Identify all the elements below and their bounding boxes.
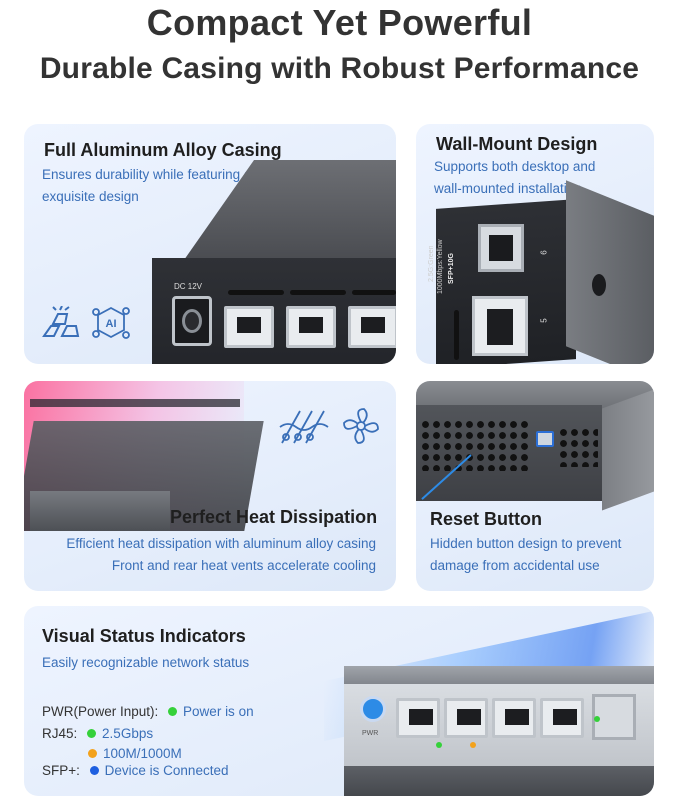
card-title: Wall-Mount Design xyxy=(436,134,598,154)
port-number: 5 xyxy=(539,318,549,323)
status-value: Power is on xyxy=(183,704,254,719)
aluminum-casing-card: Full Aluminum Alloy Casing Ensures durab… xyxy=(24,124,396,364)
status-label: PWR(Power Input): xyxy=(42,704,159,719)
rj45-port xyxy=(444,698,488,738)
heat-waves-icon xyxy=(279,410,329,444)
green-led-icon xyxy=(168,707,178,716)
stacked-bars-icon xyxy=(42,306,80,337)
status-value: 2.5Gbps xyxy=(102,726,154,741)
fan-icon xyxy=(343,408,379,444)
rj45-port xyxy=(472,296,528,356)
card-title: Full Aluminum Alloy Casing xyxy=(44,140,282,160)
port-number: 6 xyxy=(539,250,549,255)
dc-power-port xyxy=(172,296,212,346)
rj45-port xyxy=(492,698,536,738)
card-title: Reset Button xyxy=(430,509,542,529)
vent-slot xyxy=(290,290,346,295)
amber-led-icon xyxy=(470,742,476,748)
card-description-line: Hidden button design to prevent xyxy=(430,536,622,551)
rj45-port xyxy=(286,306,336,348)
card-description-line: exquisite design xyxy=(42,189,139,204)
green-led-icon xyxy=(594,716,600,722)
switch-base xyxy=(344,766,654,796)
svg-text:AI: AI xyxy=(106,318,117,330)
rj45-port xyxy=(396,698,440,738)
wall-mount-card: Wall-Mount Design Supports both desktop … xyxy=(416,124,654,364)
vent-holes xyxy=(558,427,598,467)
status-value: 100M/1000M xyxy=(103,746,182,761)
card-title: Perfect Heat Dissipation xyxy=(170,507,378,527)
card-description-line: Supports both desktop and xyxy=(434,159,596,174)
card-description-line: wall-mounted installation xyxy=(434,181,582,196)
status-row: PWR(Power Input): Power is on xyxy=(42,704,254,719)
rj45-port xyxy=(348,306,396,348)
status-label: RJ45: xyxy=(42,726,78,741)
card-description-line: Front and rear heat vents accelerate coo… xyxy=(111,558,376,573)
switch-side-wall xyxy=(566,180,654,364)
vent-slot xyxy=(228,290,284,295)
sfp-label: SFP+10G xyxy=(448,253,455,284)
status-row: RJ45: 2.5Gbps xyxy=(42,726,153,741)
casing-rail xyxy=(30,399,240,407)
blue-led-icon xyxy=(89,766,99,775)
green-led-icon xyxy=(87,729,97,738)
vent-holes xyxy=(420,419,530,471)
amber-led-icon xyxy=(88,749,97,758)
card-title: Visual Status Indicators xyxy=(42,626,246,646)
reset-button-card: Reset Button Hidden button design to pre… xyxy=(416,381,654,591)
switch-top-panel xyxy=(344,666,654,686)
sfp-port xyxy=(478,224,524,272)
pwr-label: PWR xyxy=(362,730,379,737)
card-description-line: Ensures durability while featuring an xyxy=(42,167,259,182)
green-led-icon xyxy=(436,742,442,748)
speed-label: 2.5G:Green xyxy=(428,245,435,282)
rj45-port xyxy=(540,698,584,738)
status-value: Device is Connected xyxy=(104,763,229,778)
card-description-line: Efficient heat dissipation with aluminum… xyxy=(66,536,376,551)
headline-subtitle: Durable Casing with Robust Performance xyxy=(39,52,640,85)
rj45-port xyxy=(224,306,274,348)
vent-slot xyxy=(454,310,459,360)
power-button xyxy=(360,696,386,722)
switch-rear-panel xyxy=(416,405,602,501)
status-row: SFP+: Device is Connected xyxy=(42,763,228,778)
status-indicators-card: Visual Status Indicators Easily recogniz… xyxy=(24,606,654,796)
status-label: SFP+: xyxy=(42,763,80,778)
switch-side-wall xyxy=(602,389,654,511)
dc-port-label: DC 12V xyxy=(174,282,203,291)
card-description-line: damage from accidental use xyxy=(430,558,600,573)
vent-slot xyxy=(352,290,396,295)
heat-dissipation-card: Perfect Heat Dissipation Efficient heat … xyxy=(24,381,396,591)
headline-title: Compact Yet Powerful xyxy=(146,2,533,43)
casing-base xyxy=(30,491,170,531)
card-description: Easily recognizable network status xyxy=(42,655,250,670)
ai-chip-icon: AI xyxy=(92,306,130,339)
reset-button xyxy=(536,431,554,447)
mount-hole xyxy=(592,274,606,296)
status-row: 100M/1000M xyxy=(88,746,182,761)
speed-label: 1000Mbps:Yellow xyxy=(437,239,444,294)
